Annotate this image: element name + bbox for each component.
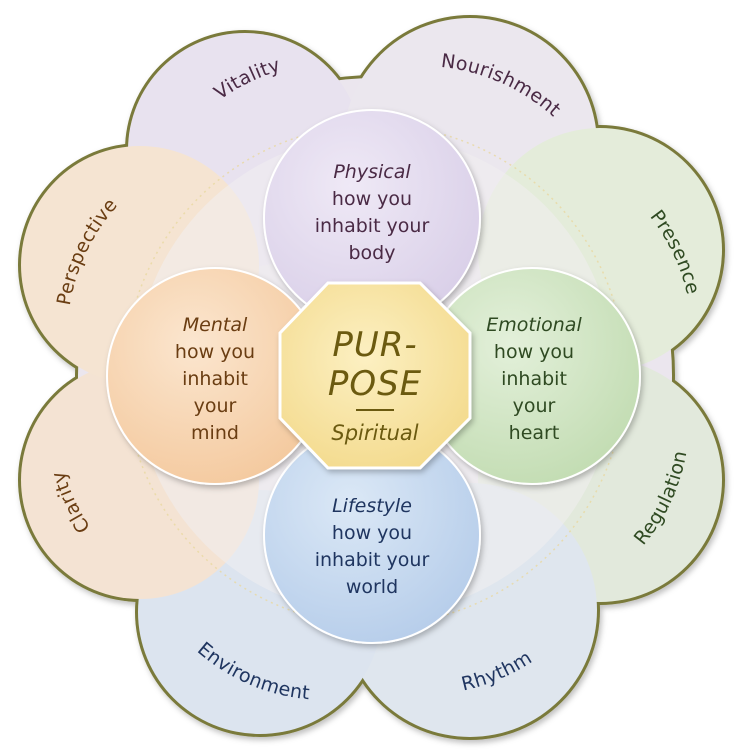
emotional-title: Emotional bbox=[486, 314, 582, 336]
mental-line-3: your bbox=[194, 395, 237, 417]
physical-line-3: body bbox=[349, 242, 396, 264]
emotional-text: Emotional how you inhabit your heart bbox=[486, 314, 582, 444]
mental-title: Mental bbox=[183, 314, 248, 336]
lifestyle-text: Lifestyle how you inhabit your world bbox=[315, 495, 430, 598]
physical-line-2: inhabit your bbox=[315, 215, 430, 237]
mental-line-1: how you bbox=[175, 341, 255, 363]
center-subtitle: Spiritual bbox=[331, 421, 418, 445]
center-title-line-2: POSE bbox=[328, 364, 422, 404]
lifestyle-line-3: world bbox=[346, 576, 398, 598]
inner-circles bbox=[106, 109, 641, 644]
physical-text: Physical how you inhabit your body bbox=[315, 161, 430, 264]
emotional-line-2: inhabit bbox=[501, 368, 567, 390]
physical-line-1: how you bbox=[332, 188, 412, 210]
lifestyle-line-1: how you bbox=[332, 522, 412, 544]
lifestyle-title: Lifestyle bbox=[332, 495, 412, 517]
center-octagon-shape bbox=[278, 281, 472, 470]
mental-line-4: mind bbox=[191, 422, 239, 444]
physical-title: Physical bbox=[333, 161, 411, 183]
emotional-line-4: heart bbox=[509, 422, 560, 444]
center-octagon: PUR- POSE Spiritual bbox=[278, 281, 472, 470]
lifestyle-line-2: inhabit your bbox=[315, 549, 430, 571]
center-title-line-1: PUR- bbox=[332, 325, 417, 365]
mental-line-2: inhabit bbox=[182, 368, 248, 390]
emotional-line-3: your bbox=[513, 395, 556, 417]
emotional-line-1: how you bbox=[494, 341, 574, 363]
mental-text: Mental how you inhabit your mind bbox=[175, 314, 255, 444]
